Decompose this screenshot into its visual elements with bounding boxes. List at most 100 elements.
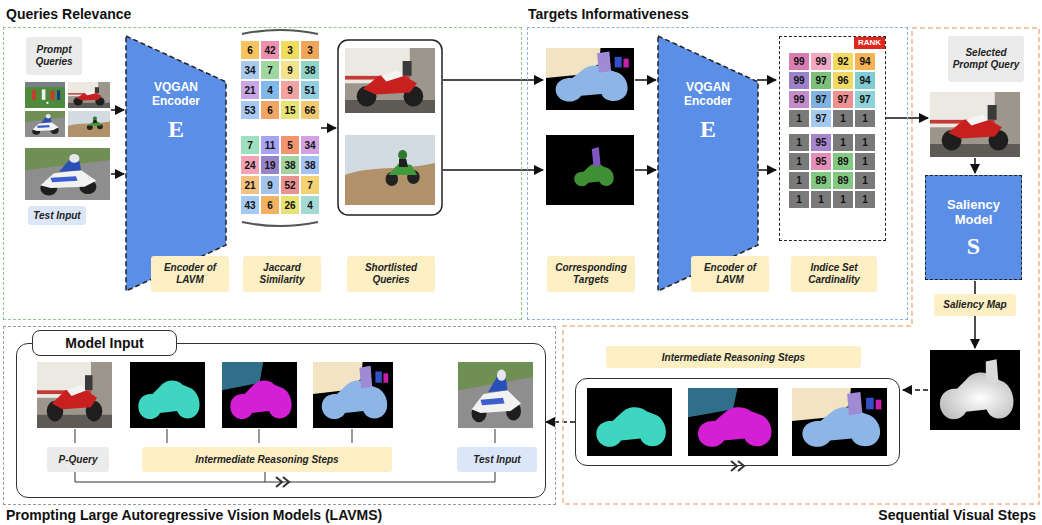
prompt-label: Selected Prompt Query — [948, 36, 1024, 82]
arrow — [757, 169, 776, 171]
step-label: Intermediate Reasoning Steps — [142, 447, 392, 472]
grid-cell: 99 — [788, 90, 810, 109]
grid-cell: 53 — [240, 100, 260, 120]
encoder-outline — [658, 36, 758, 291]
rank-tag: RANK — [854, 37, 885, 49]
leader — [75, 429, 76, 443]
steps-tray: Intermediate Reasoning Steps — [575, 378, 900, 466]
grid-cell: 7 — [300, 175, 320, 195]
grid-cell: 21 — [240, 80, 260, 100]
grid-cell: 1 — [832, 133, 854, 152]
grid-cell: 4 — [260, 80, 280, 100]
chevron — [283, 477, 289, 487]
grid-cell: 11 — [260, 135, 280, 155]
step-label: Encoder of LAVM — [151, 256, 229, 292]
leader — [167, 429, 168, 443]
grid-cell: 89 — [810, 171, 832, 190]
grid-cell: 52 — [280, 175, 300, 195]
encoder-trapezoid: VQGAN EncoderE — [126, 36, 226, 291]
label-text: Encoder of LAVM — [694, 262, 766, 286]
label-text: Encoder of LAVM — [154, 262, 226, 286]
label-text: Test Input — [460, 454, 534, 466]
mask — [546, 135, 634, 205]
encoder-trapezoid: VQGAN EncoderE — [658, 36, 758, 291]
arrow — [903, 389, 928, 391]
grid-cell: 7 — [260, 60, 280, 80]
photo — [458, 362, 533, 428]
encoder-symbol: E — [700, 116, 716, 142]
grid-cell: 9 — [280, 80, 300, 100]
label-text: P-Query — [50, 454, 106, 466]
grid-cell: 97 — [832, 90, 854, 109]
grid-cell: 99 — [810, 52, 832, 71]
grid-cell: 38 — [280, 155, 300, 175]
grid-cell: 89 — [832, 171, 854, 190]
step-label: Encoder of LAVM — [691, 256, 769, 292]
encoder-symbol: E — [168, 116, 184, 142]
encoder-shape — [126, 36, 226, 291]
grid-cell: 38 — [300, 60, 320, 80]
grid-cell: 99 — [788, 52, 810, 71]
grid-cell: 1 — [854, 133, 876, 152]
arrow — [321, 127, 336, 129]
grid-cell: 95 — [810, 152, 832, 171]
arrow — [974, 158, 976, 173]
label-text: Shortlisted Queries — [350, 262, 432, 286]
photo — [25, 148, 110, 200]
arrow — [635, 79, 656, 81]
grid-cell: 97 — [854, 90, 876, 109]
grid-cell: 1 — [810, 190, 832, 209]
grid-cell: 26 — [280, 195, 300, 215]
grid-cell: 66 — [300, 100, 320, 120]
grid-cell: 6 — [260, 195, 280, 215]
saliency-model-box: Saliency ModelS — [925, 175, 1022, 280]
chevron — [738, 461, 744, 471]
panel-title: Queries Relevance — [6, 6, 131, 22]
grid-cell: 97 — [810, 109, 832, 128]
grid-cell: 1 — [854, 109, 876, 128]
grid-cell: 34 — [240, 60, 260, 80]
model-symbol: S — [930, 233, 1017, 259]
arrow — [111, 173, 124, 175]
photo — [25, 111, 65, 137]
grid-cell: 4 — [300, 195, 320, 215]
model-name: Saliency Model — [930, 197, 1017, 227]
encoder-name: VQGAN Encoder — [139, 80, 213, 108]
grid-cell: 15 — [280, 100, 300, 120]
grid-cell: 43 — [240, 195, 260, 215]
panel-border — [563, 28, 1039, 504]
label-text: Saliency Map — [937, 299, 1013, 311]
label-text: Corresponding Targets — [550, 262, 632, 286]
prompt-label: P-Query — [47, 447, 109, 472]
grid-cell: 3 — [300, 40, 320, 60]
input-label: Test Input — [457, 447, 537, 472]
grid-cell: 1 — [832, 190, 854, 209]
grid-cell: 99 — [788, 71, 810, 90]
photo — [68, 111, 110, 137]
arrow — [757, 79, 776, 81]
label-text: Selected Prompt Query — [951, 47, 1021, 71]
mask — [130, 362, 205, 428]
grid-cell: 42 — [260, 40, 280, 60]
arrow — [111, 109, 124, 111]
model-input-box: Model InputP-QueryIntermediate Reasoning… — [16, 343, 546, 498]
arrow — [886, 117, 928, 119]
grid-cell: 1 — [788, 152, 810, 171]
grid-cell: 9 — [280, 60, 300, 80]
panel-title: Prompting Large Autoregressive Vision Mo… — [6, 507, 382, 523]
tray-heading: Intermediate Reasoning Steps — [606, 346, 861, 368]
step-label: Indice Set Cardinality — [791, 256, 877, 292]
label-text: Jaccard Similarity — [246, 262, 318, 286]
arrow — [635, 169, 656, 171]
prompt-label: Prompt Queries — [26, 37, 82, 75]
photo — [25, 82, 65, 108]
input-label: Test Input — [28, 206, 86, 225]
photo — [37, 362, 112, 428]
grid-cell: 1 — [832, 109, 854, 128]
photo — [345, 48, 435, 113]
grid-cell: 1 — [854, 152, 876, 171]
step-label: Jaccard Similarity — [243, 256, 321, 292]
shortlist-box — [338, 40, 442, 215]
grid-cell: 34 — [300, 135, 320, 155]
